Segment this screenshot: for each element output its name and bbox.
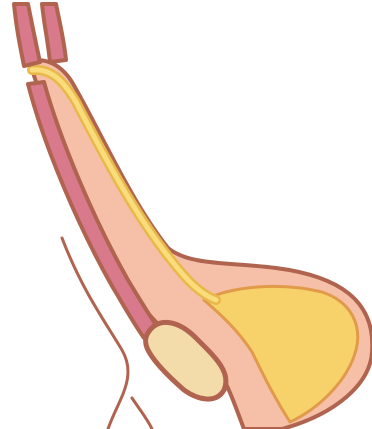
pink-tube-upper-right (42, 4, 66, 62)
outer-body-line-bottom (132, 398, 152, 429)
pink-tube-upper (14, 4, 40, 66)
